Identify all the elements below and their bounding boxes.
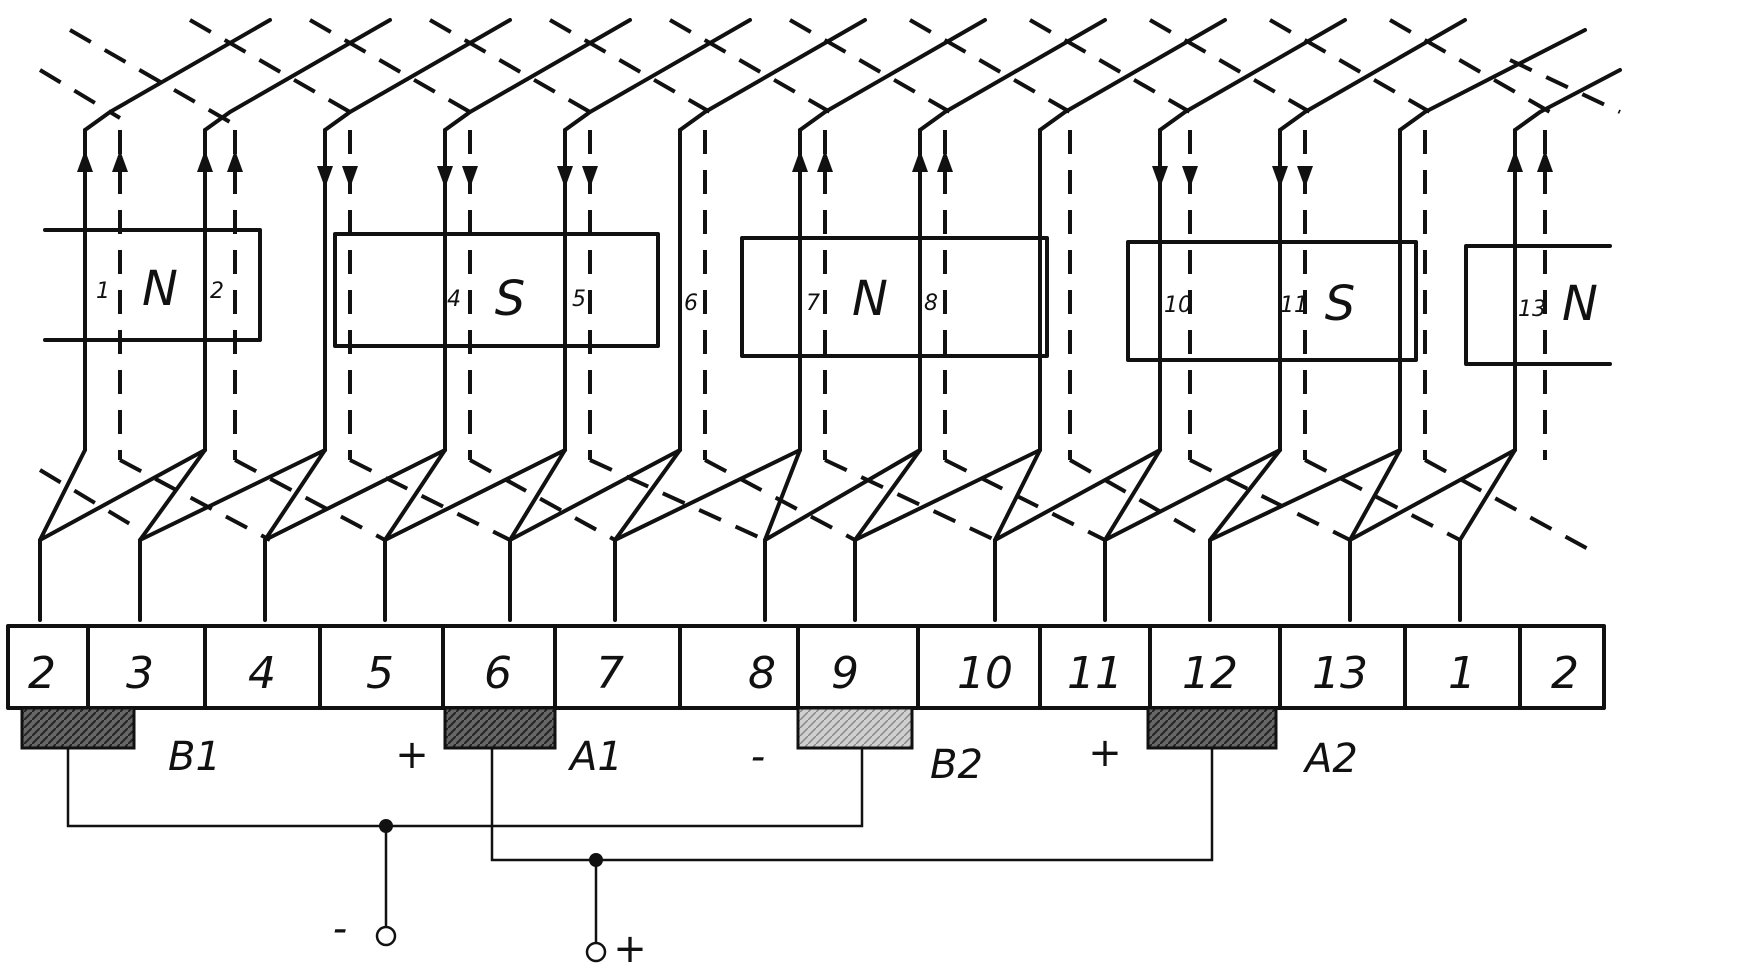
conductor-label: 8 — [924, 291, 938, 316]
commutator-segment-label: 7 — [596, 648, 624, 699]
commutator-segment-label: 12 — [1182, 648, 1238, 699]
external-circuit: - + — [66, 748, 1214, 970]
commutator-segment-label: 2 — [28, 648, 56, 699]
conductor-label: 6 — [684, 291, 698, 316]
pole-label: S — [495, 271, 525, 327]
commutator: 2 3 4 5 6 7 8 9 10 11 12 13 1 2 — [6, 624, 1606, 710]
pole-shoe-5 — [1464, 244, 1612, 366]
commutator-segment-label: 9 — [831, 648, 859, 699]
commutator-segment-label: 1 — [1448, 648, 1476, 699]
commutator-segment-label: 8 — [748, 648, 776, 699]
brush-sign: + — [1088, 730, 1122, 776]
conductor-label: 11 — [1280, 293, 1308, 318]
commutator-segment-label: 11 — [1067, 648, 1123, 699]
pole-shoe-4 — [1126, 240, 1418, 362]
brush-label: A2 — [1302, 736, 1358, 782]
current-arrows — [77, 150, 1553, 188]
pole-shoe-2 — [333, 232, 660, 348]
brush-sign: + — [395, 732, 429, 778]
pole-label: N — [142, 261, 178, 317]
lower-end-connections — [38, 448, 1591, 622]
brush-b2 — [796, 706, 914, 750]
upper-end-connections — [38, 18, 1622, 132]
conductor-label: 5 — [572, 287, 586, 312]
pole-shoe-1 — [43, 228, 262, 342]
brush-label: B1 — [168, 734, 221, 780]
conductors — [83, 128, 1547, 460]
pole-shoes — [43, 228, 1612, 366]
commutator-segment-label: 10 — [957, 648, 1013, 699]
conductor-label: 2 — [210, 279, 224, 304]
commutator-segment-label: 2 — [1551, 648, 1579, 699]
brushes: B1 A1 B2 A2 + - + — [20, 706, 1358, 788]
conductor-labels: 1 2 4 5 6 7 8 10 11 13 — [96, 279, 1546, 322]
conductor-label: 13 — [1518, 297, 1546, 322]
commutator-segment-label: 4 — [248, 648, 276, 699]
positive-terminal-label: + — [613, 926, 647, 970]
pole-label: N — [1562, 276, 1598, 332]
brush-b1 — [20, 706, 136, 750]
conductor-label: 7 — [806, 291, 820, 316]
negative-terminal — [375, 925, 397, 947]
commutator-segment-label: 6 — [484, 648, 512, 699]
pole-shoe-3 — [740, 236, 1049, 358]
conductor-label: 10 — [1164, 293, 1192, 318]
commutator-segment-label: 5 — [366, 648, 394, 699]
commutator-segment-label: 13 — [1312, 648, 1368, 699]
negative-terminal-label: - — [333, 906, 347, 952]
commutator-segment-label: 3 — [126, 648, 154, 699]
brush-a1 — [443, 706, 557, 750]
conductor-label: 4 — [447, 287, 461, 312]
brush-a2 — [1146, 706, 1278, 750]
pole-label: S — [1325, 276, 1355, 332]
pole-labels: N S N S N — [142, 261, 1598, 332]
brush-label: B2 — [930, 742, 983, 788]
positive-terminal — [585, 941, 607, 963]
conductor-label: 1 — [96, 279, 110, 304]
brush-sign: - — [751, 734, 765, 780]
pole-label: N — [852, 271, 888, 327]
brush-label: A1 — [567, 734, 623, 780]
